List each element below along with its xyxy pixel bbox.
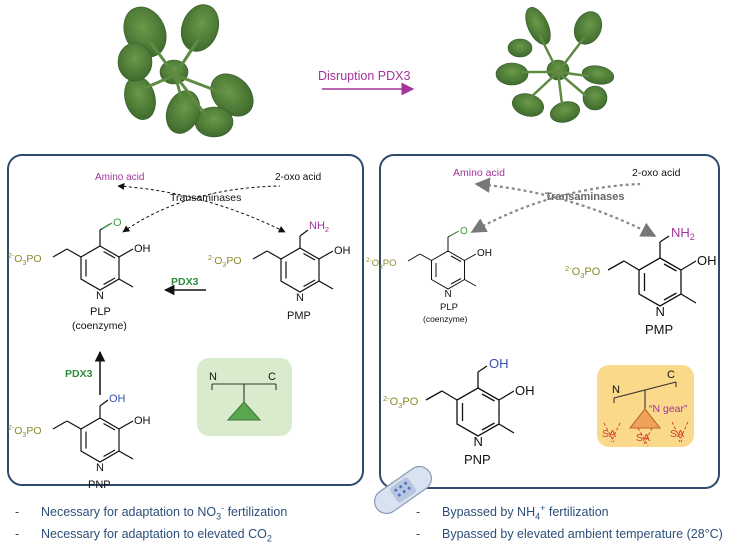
amine-group: NH2 [671, 225, 695, 242]
left-transaminase-scheme: Amino acid 2-oxo acid Transaminases [95, 172, 321, 233]
hydroxyl-label: OH [134, 243, 151, 255]
phosphate-group: 2-O3PO [383, 394, 419, 410]
left-panel [7, 154, 364, 486]
left-note-nitrate: -Necessary for adaptation to NO3- fertil… [15, 503, 288, 522]
right-amino-acid-label: Amino acid [453, 167, 505, 179]
sa-label: SA [602, 428, 616, 440]
plp-name: PLP [440, 302, 458, 313]
right-pmp-molecule: NH2 OH N 2-O3PO PMP [565, 225, 717, 337]
pdx3-horizontal-reaction: PDX3 [163, 276, 206, 296]
sa-label: SA [636, 432, 650, 444]
phosphate-group: 2-O3PO [208, 255, 241, 269]
plp-name: PLP [90, 306, 111, 318]
phosphate-group: 2-O3PO [565, 264, 601, 280]
disruption-arrow: Disruption PDX3 [318, 69, 415, 96]
phosphate-group: 2-O3PO [366, 257, 397, 271]
right-panel [379, 154, 720, 489]
pdx3-enzyme-label: PDX3 [65, 368, 93, 380]
hydroxyl-label: OH [134, 415, 151, 427]
left-oxo-acid-label: 2-oxo acid [275, 172, 321, 183]
ring-nitrogen: N [96, 462, 104, 474]
balance-n-label: N [209, 371, 217, 383]
right-plp-molecule: O OH N 2-O3PO PLP (coenzyme) [366, 226, 492, 324]
balance-c-label: C [667, 369, 675, 381]
ring-nitrogen: N [445, 289, 452, 300]
hydroxyl-label: OH [477, 248, 492, 259]
hydroxyl-label: OH [515, 383, 535, 398]
right-transaminase-scheme: Amino acid 2-oxo acid Transaminases [453, 167, 681, 237]
balance-n-label: N [612, 384, 620, 396]
amine-group: NH2 [309, 220, 329, 234]
plp-coenzyme-note: (coenzyme) [72, 320, 127, 332]
left-pmp-molecule: NH2 OH N 2-O3PO PMP [208, 220, 351, 322]
pnp-name: PNP [464, 452, 491, 467]
pmp-name: PMP [645, 322, 673, 337]
pmp-name: PMP [287, 310, 311, 322]
plp-coenzyme-note: (coenzyme) [423, 314, 468, 324]
right-oxo-acid-label: 2-oxo acid [632, 167, 681, 179]
left-amino-acid-label: Amino acid [95, 172, 144, 183]
hydroxymethyl-group: OH [109, 393, 126, 405]
ring-nitrogen: N [96, 290, 104, 302]
hydroxymethyl-group: OH [489, 356, 509, 371]
pdx3-vertical-reaction: PDX3 [65, 350, 106, 395]
hydroxyl-label: OH [697, 253, 717, 268]
phosphate-group: 2-O3PO [8, 425, 41, 439]
left-note-co2: -Necessary for adaptation to elevated CO… [15, 527, 272, 544]
n-gear-label: “N gear” [649, 403, 688, 415]
phosphate-group: 2-O3PO [8, 253, 41, 267]
healthy-rosette-plant [117, 4, 254, 138]
aldehyde-oxygen: O [113, 217, 122, 229]
right-pnp-molecule: OH OH N 2-O3PO PNP [383, 356, 535, 467]
aldehyde-oxygen: O [460, 226, 468, 237]
disruption-label: Disruption PDX3 [318, 69, 410, 83]
bandage-icon [374, 465, 432, 515]
right-note-temperature: -Bypassed by elevated ambient temperatur… [416, 527, 723, 541]
sa-label: SA [670, 428, 684, 440]
ring-nitrogen: N [296, 292, 304, 304]
right-note-ammonium: -Bypassed by NH4+ fertilization [416, 503, 609, 522]
hydroxyl-label: OH [334, 245, 351, 257]
left-transaminases-label: Transaminases [170, 192, 241, 204]
ring-nitrogen: N [474, 434, 483, 449]
ring-nitrogen: N [656, 304, 665, 319]
left-pnp-molecule: OH OH N 2-O3PO PNP [8, 393, 151, 491]
right-n-gear-balance: N C “N gear” SA SA SA [597, 365, 694, 447]
left-plp-molecule: O OH N 2-O3PO PLP (coenzyme) [8, 217, 151, 332]
pnp-name: PNP [88, 479, 111, 491]
balance-c-label: C [268, 371, 276, 383]
pdx3-enzyme-label: PDX3 [171, 276, 199, 288]
left-nc-balance: N C [197, 358, 292, 436]
pdx3-mutant-rosette-plant [495, 7, 615, 123]
